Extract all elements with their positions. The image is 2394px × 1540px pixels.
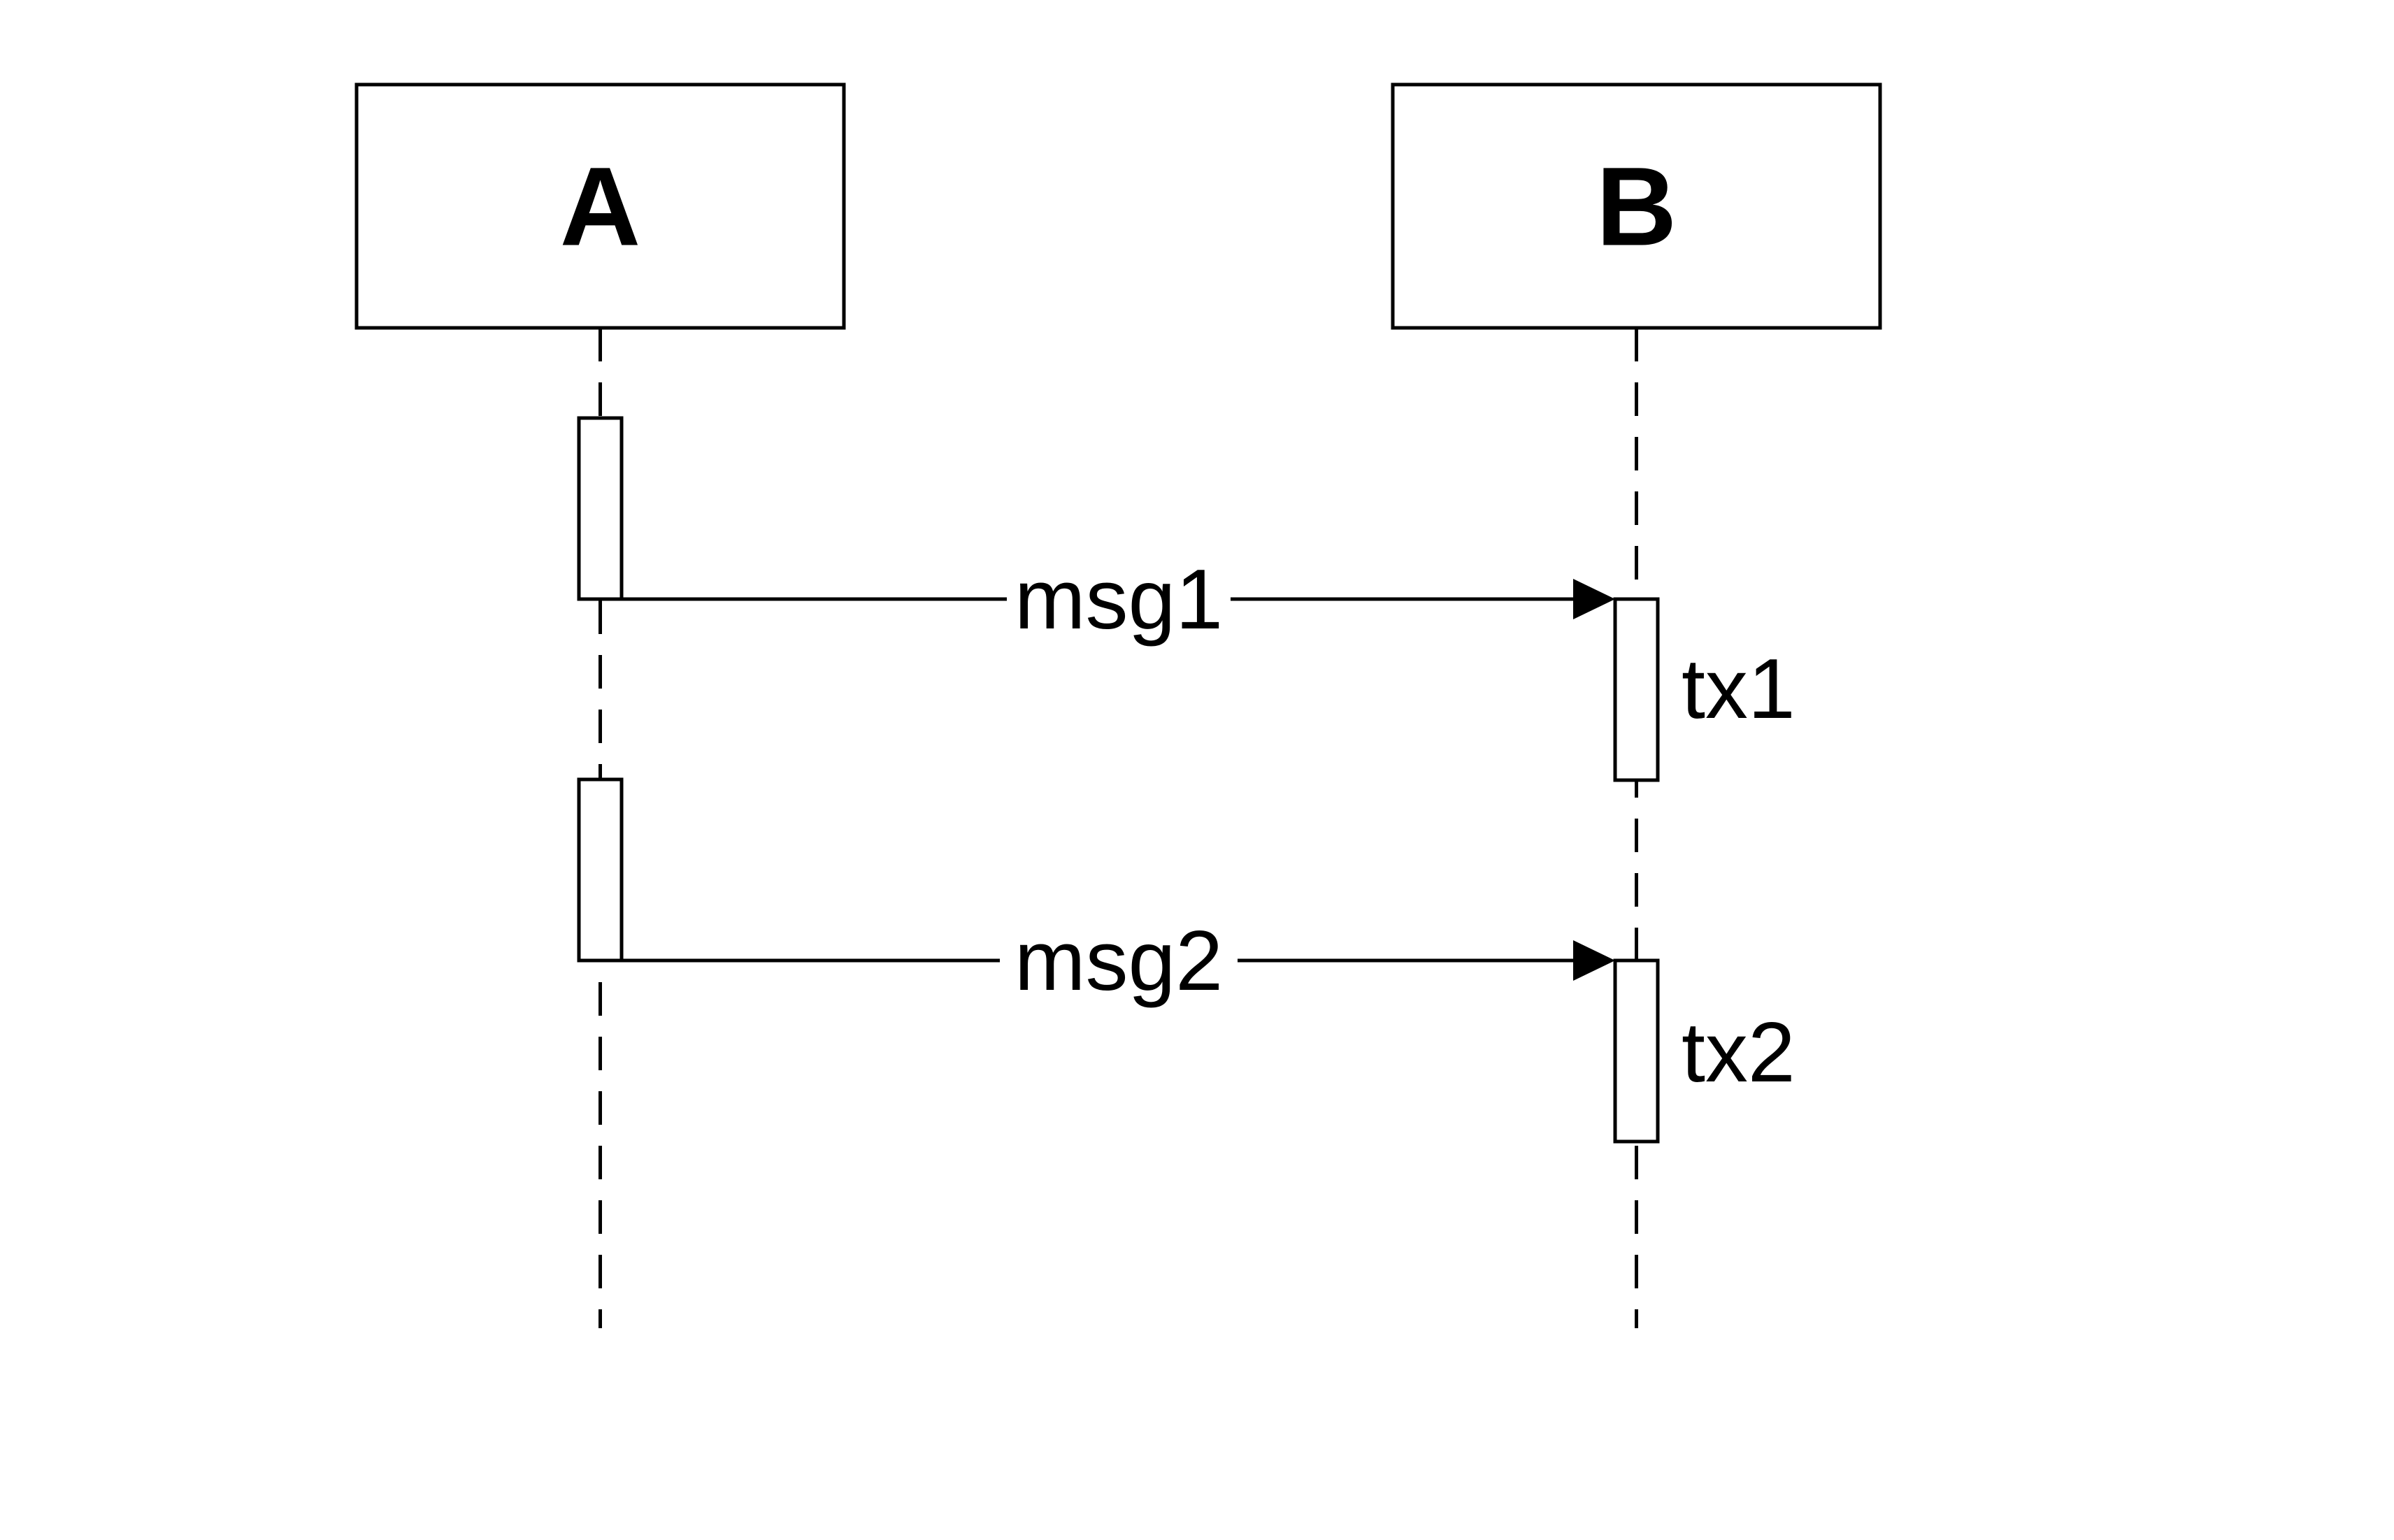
activation-b-2-label: tx2	[1682, 1005, 1796, 1100]
activation-b-2: tx2	[1613, 958, 1796, 1144]
participant-b: B	[1391, 82, 1882, 330]
activation-b-1-label: tx1	[1682, 641, 1796, 736]
message-2-arrowhead	[1573, 940, 1615, 981]
activation-a-2	[577, 777, 624, 963]
message-1-arrowhead	[1573, 579, 1615, 619]
participant-a: A	[354, 82, 846, 330]
activation-b-1-bar	[1613, 597, 1660, 782]
activation-a-1	[577, 416, 624, 601]
participant-a-box	[354, 82, 846, 330]
message-2-label: msg2	[1015, 913, 1223, 1008]
participant-a-label: A	[560, 144, 641, 269]
message-1: msg1	[622, 552, 1615, 647]
activation-b-1: tx1	[1613, 597, 1796, 782]
participant-b-box	[1391, 82, 1882, 330]
message-1-label: msg1	[1015, 552, 1223, 647]
participant-b-label: B	[1596, 144, 1677, 269]
message-2: msg2	[622, 913, 1615, 1008]
activation-b-2-bar	[1613, 958, 1660, 1144]
